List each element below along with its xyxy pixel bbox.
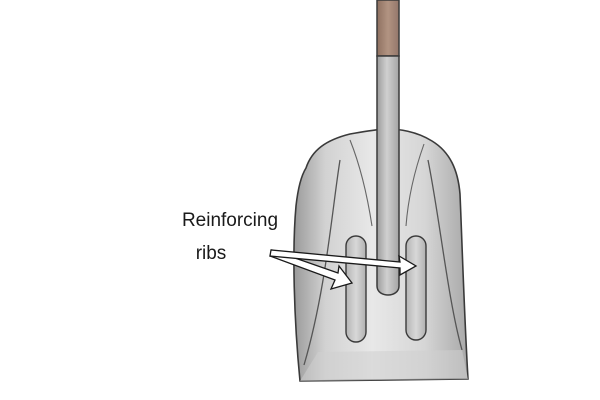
callout-label-line-1: Reinforcing bbox=[181, 210, 279, 231]
callout-label-line-2: ribs bbox=[195, 243, 227, 264]
arrow-pointer-icon bbox=[269, 249, 418, 277]
reinforcing-rib-right bbox=[405, 235, 427, 341]
wooden-handle bbox=[376, 0, 400, 57]
metal-shaft bbox=[376, 55, 400, 296]
reinforcing-rib-left bbox=[345, 235, 367, 343]
